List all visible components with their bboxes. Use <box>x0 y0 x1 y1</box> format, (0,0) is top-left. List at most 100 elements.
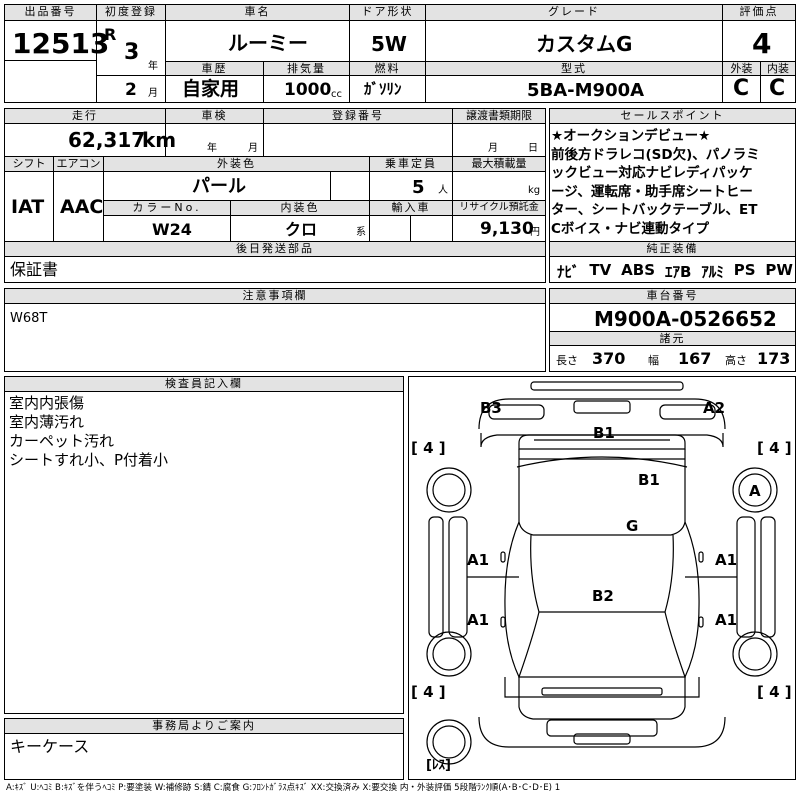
equipment-item: PW <box>765 261 793 279</box>
office-block <box>4 718 404 780</box>
ac-value: AAC <box>60 196 104 218</box>
color-no-label: カラーNo. <box>104 201 230 216</box>
era: R <box>104 25 117 44</box>
sales-point-text: ★オークションデビュー★ 前後方ドラレコ(SD欠)、パノラミ ックビュー対応ナビ… <box>551 127 795 238</box>
header-block <box>4 4 796 103</box>
grade-value: カスタムG <box>536 32 633 56</box>
exterior-color-value: パール <box>192 176 246 197</box>
history-label: 車歴 <box>166 62 263 76</box>
notes-block <box>4 288 546 372</box>
import-label: 輸入車 <box>370 201 452 216</box>
recycle-label: リサイクル預託金 <box>453 201 545 216</box>
recycle-value: 9,130 <box>480 219 534 239</box>
width-value: 167 <box>678 349 712 368</box>
max-load-label: 最大積載量 <box>453 157 545 172</box>
detail-block <box>4 108 546 283</box>
score-label: 評価点 <box>723 5 795 21</box>
fuel-value: ｶﾞｿﾘﾝ <box>364 80 402 98</box>
color-no-value: W24 <box>152 220 192 239</box>
month-unit: 月 <box>148 88 158 99</box>
door-label: ドア形状 <box>350 5 425 21</box>
sales-line: 前後方ドラレコ(SD欠)、パノラミ <box>551 146 760 163</box>
model-value: 5BA-M900A <box>527 80 645 101</box>
damage-diagram <box>408 376 796 780</box>
exterior-color-label: 外装色 <box>104 157 369 172</box>
insp-month-unit: 月 <box>248 143 258 154</box>
shift-label: シフト <box>5 157 53 172</box>
max-load-unit: kg <box>528 185 541 196</box>
fuel-label: 燃料 <box>350 62 425 76</box>
office-label: 事務局よりご案内 <box>5 719 403 734</box>
history-value: 自家用 <box>182 78 240 100</box>
chassis-block <box>549 288 796 372</box>
reg-number-label: 登録番号 <box>264 109 452 124</box>
inspector-line: カーペット汚れ <box>9 432 115 450</box>
equipment-item: PS <box>733 261 756 279</box>
mark-b3: B3 <box>480 399 502 417</box>
equipment-label: 純正装備 <box>550 242 795 257</box>
mileage-label: 走行 <box>5 109 165 124</box>
interior-color-value: クロ <box>285 220 318 239</box>
exterior-label: 外装 <box>723 62 760 76</box>
mark-b1-hood: B1 <box>638 471 660 489</box>
width-label: 幅 <box>648 354 659 367</box>
tire-rr: [ 4 ] <box>757 683 792 701</box>
recycle-unit: 円 <box>530 227 540 238</box>
transfer-month: 月 <box>488 143 498 154</box>
height-label: 高さ <box>725 354 747 367</box>
mark-a1-rr: A1 <box>715 611 738 629</box>
height-value: 173 <box>757 349 791 368</box>
inspector-line: シートすれ小、P付着小 <box>9 451 169 469</box>
mark-g: G <box>626 517 639 535</box>
mark-b1-front: B1 <box>593 424 615 442</box>
inspector-line: 室内薄汚れ <box>9 413 85 431</box>
car-name-label: 車名 <box>166 5 349 21</box>
reg-month: 2 <box>125 80 137 100</box>
reg-year: 3 <box>124 40 140 65</box>
equipment-item: ABS <box>621 261 656 279</box>
length-value: 370 <box>592 349 626 368</box>
inspector-line: 室内内張傷 <box>9 394 85 412</box>
lot-label: 出品番号 <box>5 5 96 21</box>
interior-color-label: 内装色 <box>231 201 369 216</box>
transfer-label: 譲渡書類期限 <box>453 109 545 124</box>
tire-fl: [ 4 ] <box>411 439 446 457</box>
mileage-value: 62,317 <box>68 128 146 152</box>
car-outline <box>426 381 778 765</box>
chassis-number: M900A-0526652 <box>594 307 777 331</box>
capacity-label: 乗車定員 <box>370 157 452 172</box>
capacity-value: 5 <box>412 177 425 198</box>
spare-tire: [ﾚｽ] <box>426 758 451 773</box>
displacement-unit: cc <box>331 89 342 100</box>
equipment-item: ﾅﾋﾞ <box>557 263 580 281</box>
tire-fr: [ 4 ] <box>757 439 792 457</box>
sales-line: ックビュー対応ナビレディパッケ <box>551 165 753 181</box>
first-reg-label: 初度登録 <box>97 5 165 21</box>
equipment-item: TV <box>589 261 612 279</box>
chassis-label: 車台番号 <box>550 289 795 304</box>
year-unit: 年 <box>148 61 158 72</box>
interior-color-unit: 系 <box>356 227 366 238</box>
inspector-label: 検査員記入欄 <box>5 377 403 392</box>
grade-label: グレード <box>426 5 722 21</box>
mark-a1-fr: A1 <box>715 551 738 569</box>
score-value: 4 <box>752 27 772 60</box>
interior-label: 内装 <box>761 62 795 76</box>
sales-line: ージ、運転席・助手席シートヒー <box>551 183 753 200</box>
car-name: ルーミー <box>228 31 308 55</box>
inspection-label: 車検 <box>166 109 263 124</box>
later-parts-value: 保証書 <box>10 260 59 279</box>
sales-line: ★オークションデビュー★ <box>551 128 711 144</box>
office-text: キーケース <box>10 737 90 756</box>
mark-b2: B2 <box>592 587 614 605</box>
transfer-day: 日 <box>528 143 538 154</box>
interior-score: C <box>769 76 786 101</box>
equipment-item: ｴｱB <box>664 263 692 281</box>
later-parts-label: 後日発送部品 <box>5 242 545 257</box>
notes-label: 注意事項欄 <box>5 289 545 304</box>
insp-year-unit: 年 <box>207 143 217 154</box>
sales-line: Cボイス・ナビ連動タイプ <box>551 220 710 237</box>
sales-point-block <box>549 108 796 283</box>
specs-label: 諸元 <box>550 331 795 346</box>
mark-a1-rl: A1 <box>467 611 490 629</box>
